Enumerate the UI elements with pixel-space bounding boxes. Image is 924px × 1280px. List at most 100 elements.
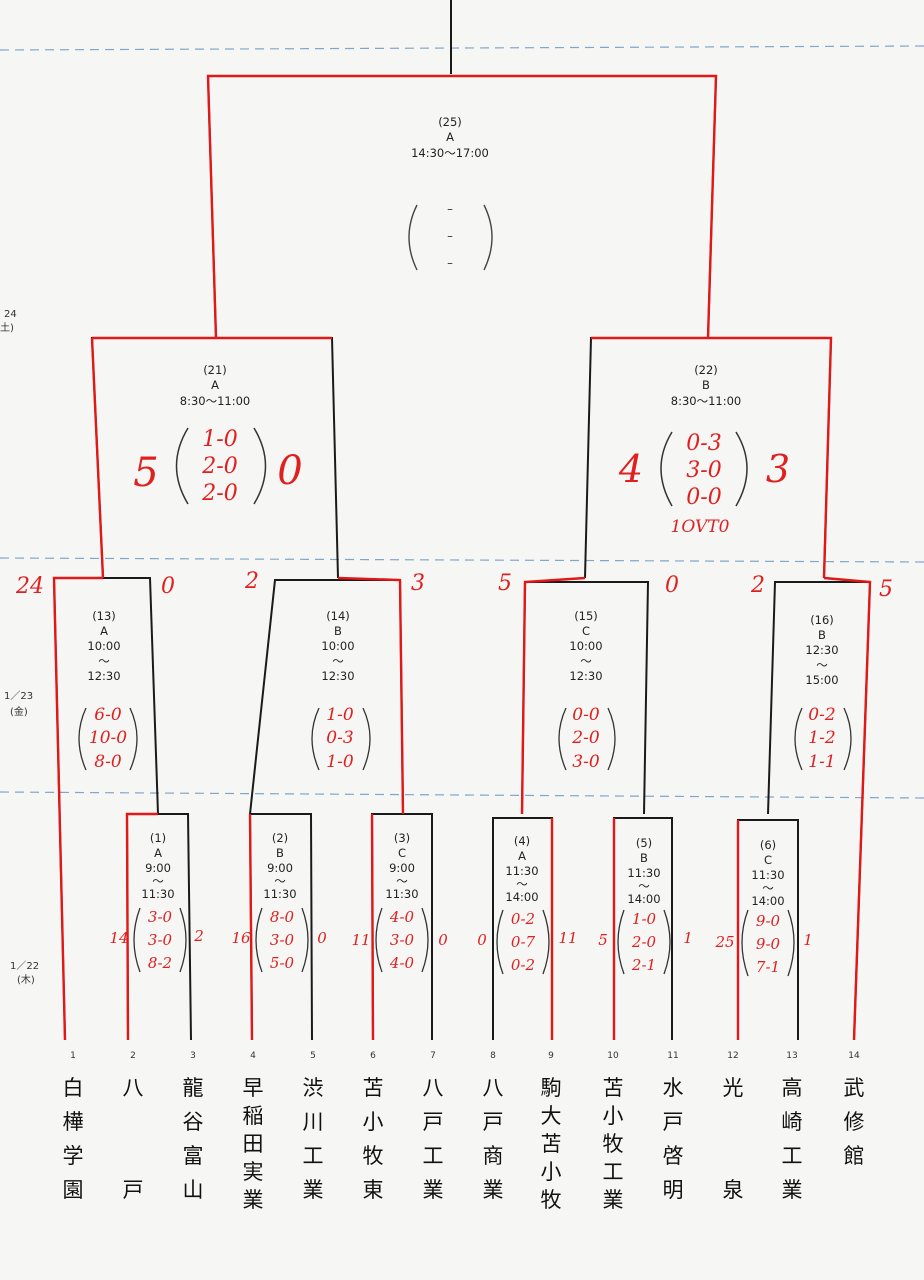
- left-score: 14: [109, 929, 128, 947]
- time-tilde: ～: [638, 879, 650, 893]
- team-list: 1白樺学園2八戸3龍谷富山4早稲田実業5渋川工業6苫小牧東7八戸工業8八戸商業9…: [63, 1051, 865, 1212]
- court: B: [334, 624, 342, 638]
- separator-top: [0, 45, 924, 51]
- paren-left: [496, 909, 504, 975]
- team-name-char: 業: [782, 1178, 803, 1202]
- team-name-char: 牧: [363, 1144, 384, 1168]
- team-name-char: 小: [603, 1104, 624, 1128]
- right-total: 3: [766, 447, 790, 491]
- team-name-char: 八: [123, 1076, 144, 1100]
- left-score: 24: [15, 574, 44, 599]
- set-score: 8-0: [270, 908, 295, 926]
- time-end: 14:00: [627, 892, 660, 906]
- left-score: 0: [477, 931, 487, 949]
- set-score: 3-0: [270, 931, 295, 949]
- time-end: 12:30: [87, 669, 120, 683]
- paren-right: [421, 907, 429, 973]
- team-name-char: 戸: [663, 1110, 684, 1134]
- team-name-char: 戸: [423, 1110, 444, 1134]
- right-score: 0: [665, 573, 679, 598]
- set-score: 0-2: [511, 956, 535, 974]
- date-23-weekday: (金): [10, 705, 28, 718]
- team-number: 4: [250, 1051, 256, 1061]
- set-score: 9-0: [756, 935, 781, 953]
- overtime-score: 1OVT0: [671, 517, 730, 537]
- set-score: 1-2: [808, 728, 835, 748]
- paren-left: [660, 431, 673, 507]
- time: 8:30～11:00: [180, 394, 250, 408]
- date-24-weekday: 土): [0, 321, 14, 334]
- set-score: 4-0: [389, 954, 415, 972]
- set-score: 6-0: [94, 705, 122, 725]
- court: A: [446, 130, 454, 144]
- first-round-match-4: (4) A 11:30 ～ 14:00 0 0-2 0-7 0-2 11: [477, 834, 578, 975]
- team-number: 14: [848, 1051, 860, 1061]
- court: C: [398, 846, 406, 860]
- team-name-char: 武: [844, 1076, 865, 1100]
- set-score: 2-0: [201, 454, 237, 479]
- set-score: 1-0: [326, 752, 354, 772]
- right-score: 0: [317, 929, 327, 947]
- team-name-char: 園: [63, 1178, 84, 1202]
- first-round-match-5: (5) B 11:30 ～ 14:00 5 1-0 2-0 2-1 1: [598, 836, 693, 975]
- set-blank: –: [447, 202, 453, 216]
- paren-right: [735, 431, 748, 507]
- set-score: 0-2: [808, 705, 835, 725]
- court: C: [764, 853, 772, 867]
- time-tilde: ～: [580, 654, 592, 668]
- set-score: 0-0: [572, 705, 600, 725]
- set-score: 2-0: [631, 933, 657, 951]
- quarter-match-15: 5 0 (15) C 10:00 ～ 12:30 0-0 2-0 3-0: [498, 571, 679, 772]
- team-name-char: 山: [183, 1178, 204, 1202]
- team-entry: 2八戸: [123, 1051, 144, 1202]
- team-name-char: 泉: [723, 1178, 744, 1202]
- team-name-char: 工: [303, 1144, 324, 1168]
- match-no: (22): [694, 363, 718, 377]
- court: B: [702, 378, 710, 392]
- court: A: [211, 378, 219, 392]
- time-tilde: ～: [396, 874, 408, 888]
- right-score: 3: [411, 571, 425, 596]
- team-name-char: 苫: [541, 1132, 562, 1156]
- team-name-char: 牧: [541, 1188, 562, 1212]
- team-name-char: 樺: [63, 1110, 84, 1134]
- first-round-match-2: (2) B 9:00 ～ 11:30 16 8-0 3-0 5-0 0: [231, 831, 327, 973]
- team-number: 12: [727, 1051, 738, 1061]
- team-name-char: 苫: [603, 1076, 624, 1100]
- team-name-char: 苫: [363, 1076, 384, 1100]
- team-name-char: 八: [483, 1076, 504, 1100]
- time-start: 10:00: [569, 639, 602, 653]
- match-no: (16): [810, 613, 834, 627]
- set-score: 10-0: [89, 728, 127, 748]
- left-score: 25: [714, 933, 734, 951]
- team-name-char: 工: [423, 1144, 444, 1168]
- set-score: 8-0: [94, 752, 122, 772]
- team-name-char: 業: [483, 1178, 504, 1202]
- paren-left: [617, 909, 625, 975]
- time-tilde: ～: [152, 874, 164, 888]
- first-round-match-1: (1) A 9:00 ～ 11:30 14 3-0 3-0 8-2 2: [109, 831, 204, 973]
- time-end: 15:00: [805, 673, 838, 687]
- paren-right: [843, 707, 852, 771]
- team-name-char: 館: [844, 1144, 865, 1168]
- team-name-char: 業: [423, 1178, 444, 1202]
- team-name-char: 崎: [782, 1110, 803, 1134]
- team-name-char: 実: [243, 1160, 264, 1184]
- match-no: (2): [272, 831, 288, 845]
- set-blank: –: [447, 256, 453, 270]
- team-name-char: 高: [782, 1076, 803, 1100]
- match-no: (4): [514, 834, 530, 848]
- left-score: 5: [498, 571, 512, 596]
- team-number: 5: [310, 1051, 316, 1061]
- team-name-char: 田: [243, 1132, 264, 1156]
- paren-right: [483, 204, 493, 271]
- left-score: 5: [598, 931, 608, 949]
- team-name-char: 稲: [243, 1104, 264, 1128]
- left-total: 4: [618, 447, 643, 491]
- paren-right: [301, 907, 309, 973]
- team-number: 11: [667, 1051, 678, 1061]
